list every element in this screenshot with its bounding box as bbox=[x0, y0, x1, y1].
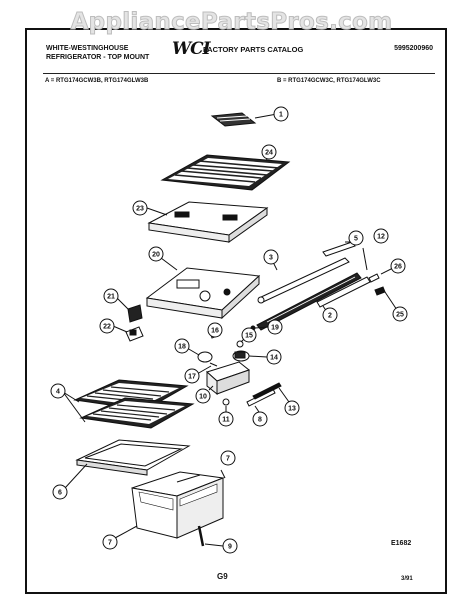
part-knob-18 bbox=[197, 351, 213, 363]
callout-26: 26 bbox=[380, 258, 406, 275]
callout-13: 13 bbox=[278, 387, 300, 416]
part-strip-13 bbox=[252, 382, 282, 400]
callout-label: 7 bbox=[226, 456, 230, 463]
callout-label: 22 bbox=[103, 324, 111, 331]
callout-label: 6 bbox=[58, 490, 62, 497]
callout-label: 12 bbox=[377, 234, 385, 241]
callout-19: 19 bbox=[254, 319, 283, 335]
catalog-title: FACTORY PARTS CATALOG bbox=[203, 45, 304, 54]
callout-8: 8 bbox=[252, 405, 268, 427]
callout-14: 14 bbox=[248, 349, 282, 365]
part-control-housing bbox=[206, 361, 251, 396]
callout-label: 16 bbox=[211, 328, 219, 335]
callout-label: 7 bbox=[108, 540, 112, 547]
callout-21: 21 bbox=[103, 288, 130, 311]
model-list-a: A = RTG174GCW3B, RTG174GLW3B bbox=[45, 78, 149, 84]
callout-18: 18 bbox=[174, 338, 200, 356]
page-number: G9 bbox=[217, 572, 228, 581]
callout-label: 21 bbox=[107, 294, 115, 301]
part-small-15 bbox=[236, 340, 244, 348]
part-control-plate bbox=[145, 267, 261, 320]
callout-6: 6 bbox=[52, 463, 88, 500]
part-screw-25 bbox=[374, 286, 386, 296]
part-rail-bar bbox=[257, 257, 350, 304]
callout-label: 2 bbox=[328, 313, 332, 320]
part-glass-shelf bbox=[75, 439, 191, 476]
part-bracket-22 bbox=[125, 326, 144, 342]
callout-label: 8 bbox=[258, 417, 262, 424]
callout-11: 11 bbox=[218, 406, 234, 427]
callout-16: 16 bbox=[207, 322, 223, 338]
part-support-rail bbox=[316, 276, 371, 308]
part-light-socket-14 bbox=[232, 350, 250, 362]
callout-23: 23 bbox=[132, 200, 168, 216]
callout-label: 17 bbox=[188, 374, 196, 381]
part-flat-bar bbox=[322, 241, 356, 257]
part-crisper-bins bbox=[131, 471, 225, 539]
catalog-date: 3/91 bbox=[401, 576, 413, 582]
callout-label: 23 bbox=[136, 206, 144, 213]
part-small-17 bbox=[209, 362, 218, 367]
model-list-b: B = RTG174GCW3C, RTG174GLW3C bbox=[277, 78, 381, 84]
callout-1: 1 bbox=[254, 106, 289, 122]
wci-logo: WCI bbox=[172, 39, 211, 59]
callout-label: 24 bbox=[265, 150, 273, 157]
callout-label: 15 bbox=[245, 333, 253, 340]
catalog-part-number: 5995200960 bbox=[394, 45, 433, 52]
part-upper-shelf-rack bbox=[160, 154, 291, 191]
callout-7-upper: 7 bbox=[220, 450, 236, 479]
exploded-parts-diagram: 1 24 23 3 5 12 bbox=[50, 106, 408, 554]
part-shelf-rail bbox=[256, 272, 362, 331]
watermark: AppliancePartsPros.com bbox=[70, 9, 393, 36]
callout-3: 3 bbox=[263, 249, 279, 271]
part-freezer-shelf bbox=[147, 201, 269, 243]
callout-2: 2 bbox=[322, 305, 338, 323]
callout-12: 12 bbox=[362, 228, 389, 271]
callout-24: 24 bbox=[261, 144, 277, 161]
diagram-code: E1682 bbox=[391, 540, 412, 547]
callout-7-lower: 7 bbox=[102, 525, 138, 550]
callout-10: 10 bbox=[195, 385, 214, 404]
callout-17: 17 bbox=[184, 365, 212, 384]
callout-22: 22 bbox=[99, 318, 128, 334]
callout-5: 5 bbox=[345, 230, 364, 246]
callout-4: 4 bbox=[50, 383, 86, 423]
callout-label: 13 bbox=[288, 406, 296, 413]
product-type: REFRIGERATOR - TOP MOUNT bbox=[46, 54, 150, 61]
callout-label: 25 bbox=[396, 312, 404, 319]
part-vent-grille bbox=[210, 112, 257, 127]
brand-name: WHITE-WESTINGHOUSE bbox=[46, 45, 129, 52]
callout-label: 4 bbox=[56, 389, 60, 396]
callout-label: 18 bbox=[178, 344, 186, 351]
callout-15: 15 bbox=[240, 327, 257, 343]
part-wire-shelves bbox=[73, 379, 195, 429]
part-bracket-21 bbox=[127, 304, 143, 323]
part-washer bbox=[222, 398, 230, 406]
callout-20: 20 bbox=[148, 246, 178, 271]
callout-label: 26 bbox=[394, 264, 402, 271]
callout-25: 25 bbox=[384, 291, 408, 322]
callout-label: 5 bbox=[354, 236, 358, 243]
parts-catalog-sheet: WHITE-WESTINGHOUSE REFRIGERATOR - TOP MO… bbox=[25, 28, 447, 594]
callout-label: 11 bbox=[222, 417, 230, 424]
callout-label: 1 bbox=[279, 112, 283, 119]
callout-label: 20 bbox=[152, 252, 160, 259]
callout-label: 19 bbox=[271, 325, 279, 332]
callout-label: 9 bbox=[228, 544, 232, 551]
callout-label: 14 bbox=[270, 355, 278, 362]
callout-label: 10 bbox=[199, 394, 207, 401]
part-screw-26 bbox=[368, 273, 380, 283]
callout-label: 3 bbox=[269, 255, 273, 262]
brand-block: WHITE-WESTINGHOUSE REFRIGERATOR - TOP MO… bbox=[46, 44, 149, 62]
callout-9: 9 bbox=[204, 538, 238, 554]
header-divider bbox=[43, 73, 435, 74]
part-rod bbox=[197, 525, 205, 547]
